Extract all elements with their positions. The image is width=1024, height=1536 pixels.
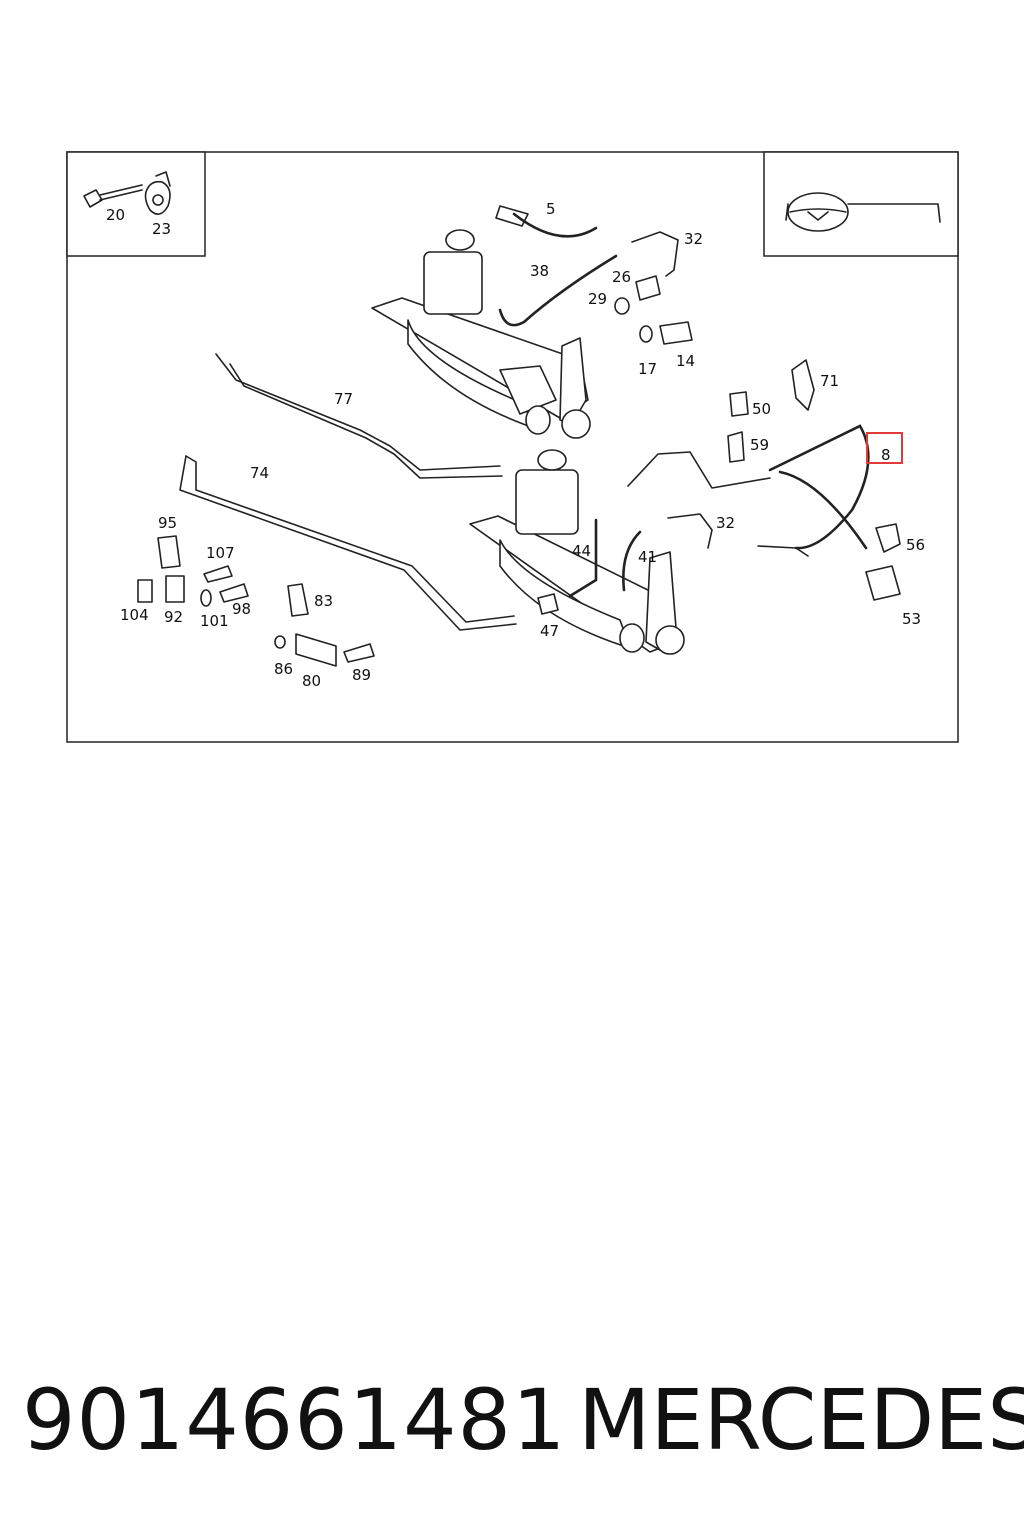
bolt-107: [203, 565, 233, 583]
label-83: 83: [314, 592, 333, 610]
bolt-icon: [83, 184, 143, 208]
hose-38: [498, 254, 618, 327]
steering-gear-lower: [469, 449, 685, 655]
pipe-32-lower: [667, 513, 713, 549]
label-107: 107: [206, 544, 235, 562]
washer-86: [274, 635, 286, 649]
label-101: 101: [200, 612, 229, 630]
label-86: 86: [274, 660, 293, 678]
parts-diagram: 5 32 38 26 29 17 14 20 23 77 74 71 50 59…: [66, 151, 959, 743]
bracket-83: [287, 583, 309, 617]
label-26: 26: [612, 268, 631, 286]
washer-101: [200, 589, 212, 607]
label-5: 5: [546, 200, 556, 218]
clip-53: [865, 565, 901, 601]
label-104: 104: [120, 606, 149, 624]
hose-44: [568, 518, 598, 598]
label-20: 20: [106, 206, 125, 224]
clamp-icon: [144, 171, 171, 215]
label-41: 41: [638, 548, 657, 566]
label-14: 14: [676, 352, 695, 370]
pipe-77: [215, 353, 503, 479]
label-47: 47: [540, 622, 559, 640]
label-32-lower: 32: [716, 514, 735, 532]
hose-41: [622, 530, 642, 592]
label-38: 38: [530, 262, 549, 280]
label-89: 89: [352, 666, 371, 684]
label-77: 77: [334, 390, 353, 408]
clip-56: [875, 523, 901, 553]
steering-gear-upper: [371, 229, 591, 439]
screw-89: [343, 643, 375, 663]
pipe-74: [179, 455, 517, 631]
plate-104: [137, 579, 153, 603]
hose-5: [495, 205, 598, 238]
callout-labels: 5 32 38 26 29 17 14 20 23 77 74 71 50 59…: [106, 200, 925, 690]
label-80: 80: [302, 672, 321, 690]
brand-name: MERCEDES: [578, 1371, 1024, 1469]
label-50: 50: [752, 400, 771, 418]
pipe-32-upper: [631, 231, 679, 277]
label-23: 23: [152, 220, 171, 238]
highlight-box: [866, 432, 903, 464]
label-32-upper: 32: [684, 230, 703, 248]
bracket-92: [165, 575, 185, 603]
label-53: 53: [902, 610, 921, 628]
label-92: 92: [164, 608, 183, 626]
label-98: 98: [232, 600, 251, 618]
clip-50: [729, 391, 749, 417]
bracket-95: [157, 535, 181, 569]
caption: 9014661481 MERCEDES: [0, 1360, 1024, 1480]
plate-80: [295, 633, 337, 667]
clamp-47: [537, 593, 559, 615]
clip-59: [727, 431, 745, 463]
label-95: 95: [158, 514, 177, 532]
clip-71: [791, 359, 815, 411]
label-59: 59: [750, 436, 769, 454]
label-56: 56: [906, 536, 925, 554]
part-number: 9014661481: [22, 1371, 567, 1469]
steering-wheel-icon: [785, 192, 941, 232]
label-29: 29: [588, 290, 607, 308]
label-71: 71: [820, 372, 839, 390]
label-17: 17: [638, 360, 657, 378]
fittings-upper: [614, 275, 693, 345]
label-44: 44: [572, 542, 591, 560]
label-74: 74: [250, 464, 269, 482]
label-8: 8: [881, 446, 891, 464]
bolt-98: [219, 583, 249, 603]
